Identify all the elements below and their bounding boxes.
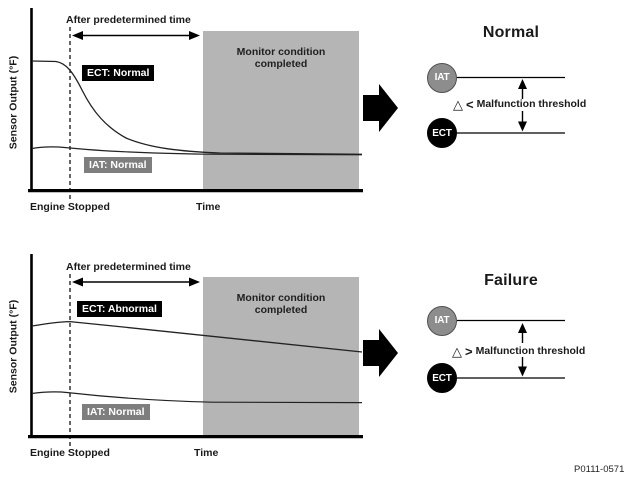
ect-status-chip-bottom: ECT: Abnormal — [77, 301, 162, 317]
big-right-arrow-icon-bottom — [363, 329, 398, 377]
result-title-failure: Failure — [484, 272, 538, 289]
ect-node-bottom: ECT — [427, 363, 457, 393]
comparator-top: < — [466, 96, 474, 112]
delta-symbol-top: △ — [453, 96, 463, 112]
iat-curve-bottom — [31, 391, 363, 404]
monitor-box-bottom: Monitor condition completed — [203, 277, 359, 436]
time-label-top: Time — [196, 201, 221, 213]
iat-curve-top — [31, 146, 363, 156]
ect-node-label-bottom: ECT — [432, 372, 452, 384]
ect-node-top: ECT — [427, 118, 457, 148]
time-label-bottom: Time — [194, 447, 219, 459]
y-axis-label-bottom: Sensor Output (°F) — [7, 299, 20, 394]
predetermined-time-label-top: After predetermined time — [66, 14, 191, 26]
figure-code: P0111-0571 — [574, 464, 625, 475]
engine-stopped-label-top: Engine Stopped — [30, 201, 110, 213]
ect-curve-bottom — [31, 320, 363, 353]
delta-arrow-down-head-top — [518, 121, 527, 132]
delta-arrow-up-head-top — [518, 79, 527, 89]
predetermined-arrow-left-head-top — [72, 31, 83, 40]
iat-node-bottom: IAT — [427, 305, 457, 336]
engine-stopped-label-bottom: Engine Stopped — [30, 447, 110, 459]
predetermined-arrow-right-head-bottom — [189, 277, 200, 287]
iat-node-label-bottom: IAT — [434, 315, 450, 326]
iat-node-top: IAT — [427, 62, 457, 93]
iat-status-chip-top: IAT: Normal — [84, 157, 152, 173]
comparator-bottom: > — [465, 343, 473, 359]
predetermined-arrow-right-head-top — [189, 31, 200, 40]
iat-status-chip-bottom: IAT: Normal — [82, 404, 150, 420]
ect-node-label-top: ECT — [432, 127, 452, 139]
threshold-label-top: Malfunction threshold — [476, 98, 587, 110]
predetermined-arrow-left-head-bottom — [72, 277, 83, 287]
iat-node-label-top: IAT — [434, 72, 450, 83]
threshold-row-top: △ < Malfunction threshold — [453, 97, 586, 111]
delta-arrow-up-head-bottom — [518, 323, 527, 333]
y-axis-label-top: Sensor Output (°F) — [7, 55, 20, 150]
delta-arrow-down-head-bottom — [518, 366, 527, 377]
monitor-condition-label-bottom: Monitor condition completed — [236, 292, 326, 316]
monitor-condition-label-top: Monitor condition completed — [236, 46, 326, 70]
delta-symbol-bottom: △ — [452, 343, 462, 359]
monitor-box-top: Monitor condition completed — [203, 31, 359, 190]
ect-curve-top — [31, 60, 363, 155]
result-title-normal: Normal — [482, 24, 540, 41]
threshold-label-bottom: Malfunction threshold — [475, 345, 586, 357]
threshold-row-bottom: △ > Malfunction threshold — [452, 344, 585, 358]
predetermined-time-label-bottom: After predetermined time — [66, 261, 191, 273]
ect-status-chip-top: ECT: Normal — [82, 65, 155, 81]
big-right-arrow-icon-top — [363, 84, 398, 132]
